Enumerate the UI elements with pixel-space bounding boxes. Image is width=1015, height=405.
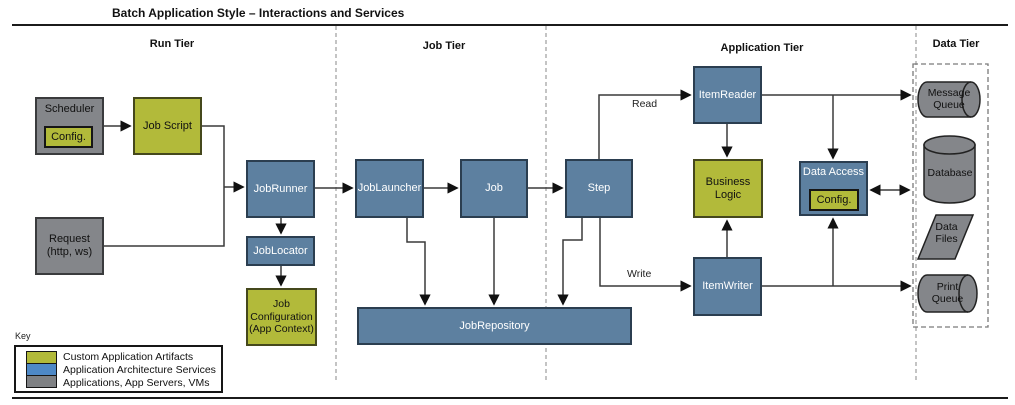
job-launcher-label: JobLauncher [357,182,422,194]
job-configuration-node: Job Configuration (App Context) [246,288,317,346]
key-item-architecture-services: Application Architecture Services [63,364,216,376]
key-title: Key [15,331,31,341]
print-queue-cylinder [917,274,978,313]
message-queue-label: Message Queue [927,87,971,111]
read-edge-label: Read [632,98,658,110]
arrows [103,89,912,306]
data-files-label: Data Files [935,221,958,245]
data-access-label: Data Access [802,166,865,178]
job-repository-node: JobRepository [357,307,632,345]
key-legend-box: Custom Application Artifacts Application… [14,345,223,393]
job-runner-node: JobRunner [246,160,315,218]
business-logic-label: Business Logic [705,175,751,201]
request-label: Request (http, ws) [46,233,93,258]
scheduler-node: Scheduler Config. [35,97,104,155]
business-logic-node: Business Logic [693,159,763,218]
edge-jobscript-request-junction [103,125,225,247]
application-tier-header: Application Tier [720,42,804,54]
edge-joblauncher-jobrepository [406,218,431,306]
database-label: Database [927,167,973,179]
message-queue-cylinder [917,81,981,118]
scheduler-label: Scheduler [44,103,95,115]
key-item-labels: Custom Application Artifacts Application… [63,351,216,390]
job-locator-label: JobLocator [253,244,308,257]
item-writer-label: ItemWriter [702,280,753,292]
data-access-config-node: Config. [809,189,859,211]
edge-step-read-itemreader [598,89,692,159]
top-rule [12,24,1008,26]
step-label: Step [587,182,611,194]
key-item-app-servers: Applications, App Servers, VMs [63,377,210,389]
data-tier-shapes [916,81,981,313]
job-tier-header: Job Tier [422,40,466,52]
key-swatches [26,351,57,388]
job-script-node: Job Script [133,97,202,155]
step-node: Step [565,159,633,218]
job-locator-node: JobLocator [246,236,315,266]
scheduler-config-node: Config. [44,126,93,148]
bottom-rule [12,397,1008,399]
item-reader-label: ItemReader [698,88,757,101]
job-node: Job [460,159,528,218]
data-access-node: Data Access Config. [799,161,868,216]
edge-step-jobrepository [557,218,583,306]
database-cylinder [923,135,976,204]
print-queue-label: Print Queue [931,281,964,305]
run-tier-header: Run Tier [149,38,195,50]
job-runner-label: JobRunner [253,182,308,195]
data-files-parallelogram [916,214,975,260]
key-item-custom-artifacts: Custom Application Artifacts [63,351,194,363]
diagram-title: Batch Application Style – Interactions a… [112,6,405,20]
data-tier-dashed-boundary [912,63,989,328]
job-launcher-node: JobLauncher [355,159,424,218]
app-servers-swatch [26,375,57,388]
job-repository-label: JobRepository [459,319,530,332]
request-node: Request (http, ws) [35,217,104,275]
job-script-label: Job Script [143,119,192,132]
job-configuration-label: Job Configuration (App Context) [249,298,314,336]
data-tier-header: Data Tier [932,38,980,50]
edge-step-write-itemwriter [599,218,692,292]
job-label: Job [485,182,503,194]
item-reader-node: ItemReader [693,66,762,124]
item-writer-node: ItemWriter [693,257,762,316]
write-edge-label: Write [627,268,652,280]
